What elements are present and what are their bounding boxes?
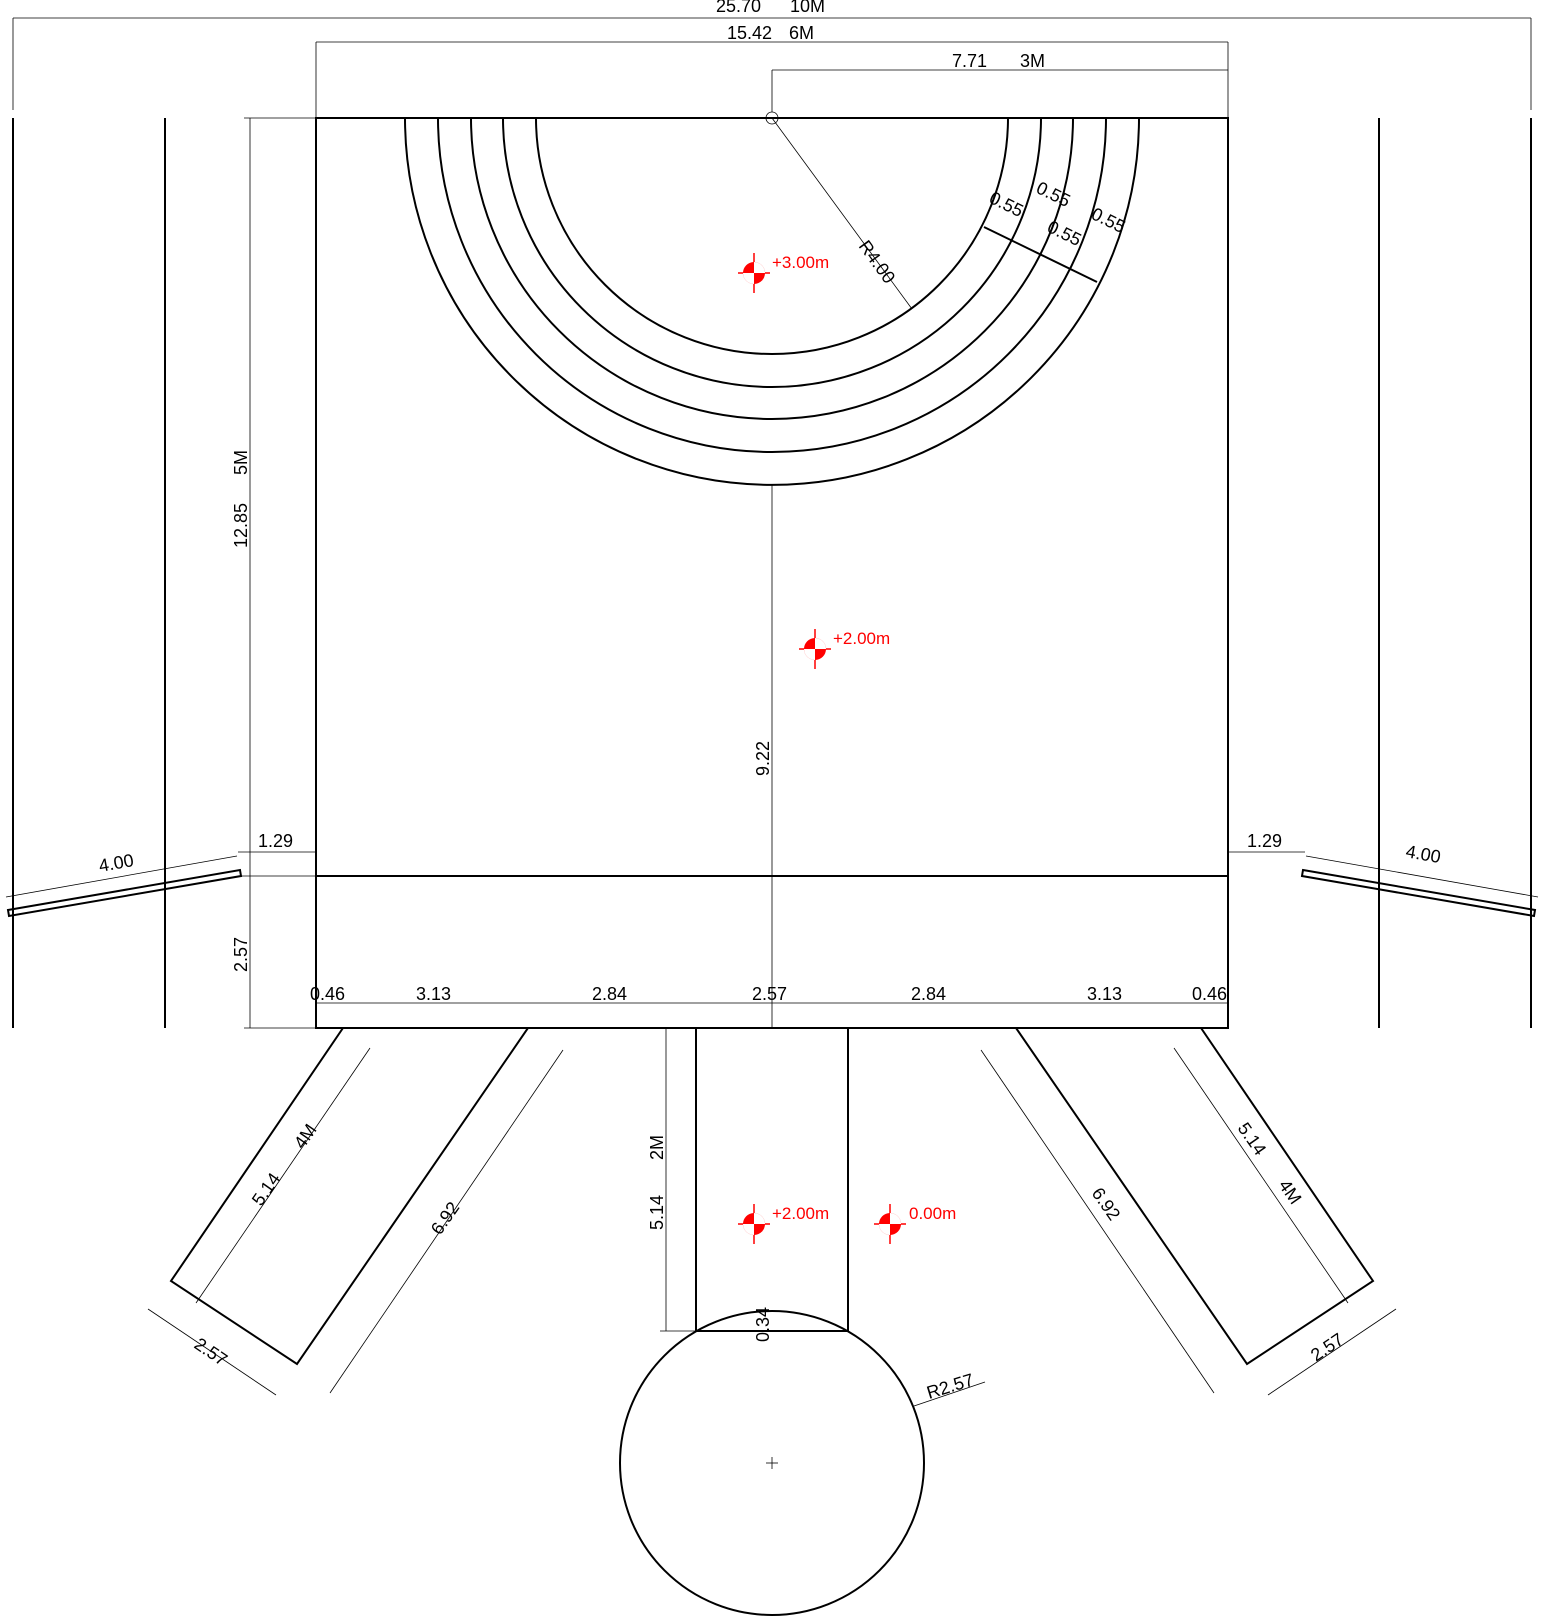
front-segment-label: 2.57 — [752, 984, 787, 1004]
right-arm-inner-label: 5.14 — [1234, 1119, 1270, 1159]
arc-radius-label: R4.00 — [855, 237, 899, 288]
right-wing-bar — [1300, 868, 1537, 918]
center-arm-overlap-label: 0.34 — [753, 1307, 773, 1342]
center-depth-label: 9.22 — [753, 741, 773, 776]
stepped-arc — [404, 111, 1140, 486]
elevation-label: +2.00m — [772, 1204, 829, 1223]
ring-width-label: 0.55 — [986, 188, 1026, 221]
left-arm-outline — [169, 1027, 530, 1366]
left-arm-end-label: 2.57 — [191, 1334, 231, 1370]
left-arm: 5.14 4M 6.92 2.57 — [147, 1027, 564, 1396]
arc-ring-1 — [535, 117, 1009, 355]
ring-width-label: 0.55 — [1044, 217, 1084, 250]
right-arm: 5.14 4M 6.92 2.57 — [980, 1027, 1397, 1396]
left-offset-label: 1.29 — [258, 831, 293, 851]
center-arm-module: 2M — [647, 1135, 667, 1160]
half-width-label: 7.71 — [952, 51, 987, 71]
platform-depth-label: 12.85 — [231, 503, 251, 548]
front-segment-label: 2.84 — [592, 984, 627, 1004]
right-arm-end-dim — [1267, 1308, 1397, 1396]
circle-radius-label: R2.57 — [924, 1370, 976, 1403]
right-wing: 4.00 — [1300, 841, 1539, 918]
right-wing-dim-line — [1305, 855, 1539, 898]
front-segment-label: 0.46 — [310, 984, 345, 1004]
circle-radius-leader — [913, 1381, 986, 1407]
top-dimensions: 25.70 10M 15.42 6M 7.71 3M — [12, 0, 1532, 118]
elevation-marker-center-arm: +2.00m — [738, 1204, 829, 1244]
side-lines — [12, 118, 1532, 1028]
front-strip-label: 2.57 — [231, 937, 251, 972]
center-arm-length-label: 5.14 — [647, 1195, 667, 1230]
platform-width-module: 6M — [789, 23, 814, 43]
front-segment-label: 3.13 — [1087, 984, 1122, 1004]
right-arm-outer-label: 6.92 — [1088, 1184, 1124, 1224]
elevation-target-icon — [738, 253, 770, 293]
left-arm-inner-dim — [195, 1047, 371, 1304]
right-arm-outline — [1014, 1027, 1375, 1366]
arc-ring-5 — [404, 117, 1140, 486]
circle-platform: R2.57 — [619, 1310, 986, 1616]
elevation-target-icon — [738, 1204, 770, 1244]
front-segment-dimensions: 0.46 3.13 2.84 2.57 2.84 3.13 0.46 — [310, 984, 1228, 1004]
left-wing-length-label: 4.00 — [97, 850, 135, 876]
left-arm-inner-module: 4M — [290, 1120, 321, 1152]
elevation-target-icon — [874, 1204, 906, 1244]
overall-width-label: 25.70 — [716, 0, 761, 16]
elevation-marker-platform: +2.00m — [799, 629, 890, 669]
elevation-label: +2.00m — [833, 629, 890, 648]
ring-cut-line — [983, 226, 1098, 283]
elevation-marker-arc: +3.00m — [738, 253, 829, 293]
right-wing-length-label: 4.00 — [1404, 841, 1442, 867]
arc-ring-3 — [470, 117, 1074, 420]
elevation-label: +3.00m — [772, 253, 829, 272]
left-wing-dim-line — [5, 855, 238, 898]
front-segment-label: 2.84 — [911, 984, 946, 1004]
left-arm-end-dim — [147, 1308, 277, 1396]
overall-width-module: 10M — [790, 0, 825, 16]
platform-depth-module: 5M — [231, 450, 251, 475]
left-arm-outer-dim — [329, 1049, 564, 1394]
right-arm-end-label: 2.57 — [1307, 1329, 1347, 1365]
arc-ring-2 — [502, 117, 1042, 388]
left-arm-inner-label: 5.14 — [248, 1169, 284, 1209]
platform-width-label: 15.42 — [727, 23, 772, 43]
radius-leader — [771, 117, 913, 310]
left-wing-bar — [6, 868, 243, 918]
arc-ring-4 — [437, 117, 1107, 453]
front-segment-label: 0.46 — [1192, 984, 1227, 1004]
center-arm: 5.14 2M 0.34 — [647, 1027, 849, 1342]
circle-outline — [619, 1310, 925, 1616]
left-wing: 4.00 — [5, 850, 243, 918]
right-offset-label: 1.29 — [1247, 831, 1282, 851]
elevation-label: 0.00m — [909, 1204, 956, 1223]
elevation-target-icon — [799, 629, 831, 669]
right-arm-inner-dim — [1173, 1047, 1349, 1304]
front-segment-label: 3.13 — [416, 984, 451, 1004]
ring-width-label: 0.55 — [1088, 204, 1128, 237]
ring-width-label: 0.55 — [1033, 178, 1073, 211]
half-width-module: 3M — [1020, 51, 1045, 71]
right-arm-outer-dim — [980, 1049, 1215, 1394]
left-dimensions: 12.85 5M 2.57 — [231, 117, 316, 1029]
elevation-marker-ground: 0.00m — [874, 1204, 956, 1244]
